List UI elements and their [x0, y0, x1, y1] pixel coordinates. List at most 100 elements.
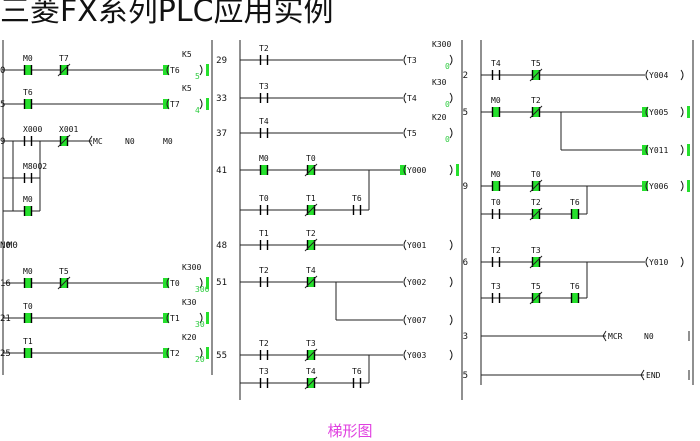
rung-p1-r5-contact-t4-label: T4 [306, 266, 316, 275]
rung-p2-r1-coil-y005-paren-left [645, 106, 649, 118]
rung-p2-r0-contact-t5-label: T5 [531, 59, 541, 68]
rung-p2-r3-branch-0-contact-t3-label: T3 [491, 282, 501, 291]
rung-p0-r1-coil-t7-status-bar [206, 98, 209, 110]
rung-p0-r2-branch-1-contact-m0-highlight [24, 206, 32, 216]
rung-p0-r6-coil-t2-preset: 20 [195, 355, 205, 364]
rung-p1-r5-contact-t4-slash [304, 275, 318, 289]
rung-p1-r3-coil-y000-label: Y000 [407, 166, 426, 175]
rung-p1-r6-contact-t2-label: T2 [259, 339, 269, 348]
rung-p0-r5-coil-t1-status-bar [206, 312, 209, 324]
rung-p1-r4-coil-y001-paren-right [449, 239, 453, 251]
rung-p2-r0-step-number: 2 [463, 71, 468, 81]
rung-p0-r0-coil-t6-paren-right [199, 64, 203, 76]
rung-p1-r1-coil-t4-label: T4 [407, 94, 417, 103]
rung-p1-r3-coil-y000-paren-right [449, 164, 453, 176]
rung-p1-r3-coil-y000-paren-left [403, 164, 407, 176]
rung-p2-r3-branch-0-contact-t6-highlight [571, 293, 579, 303]
rung-p2-r2-coil-y006-status-bar [687, 180, 690, 192]
rung-p0-r5-coil-t1-setting: K30 [182, 298, 197, 307]
rung-p0-r6-coil-t2-setting: K20 [182, 333, 197, 342]
rung-p0-r4-contact-m0-label: M0 [23, 267, 33, 276]
rung-p1-r2-coil-t5-paren-right [449, 127, 453, 139]
rung-p0-r1-contact-t6-highlight [24, 99, 32, 109]
rung-p2-r5-step-number: 5 [463, 371, 468, 381]
rung-p0-r1-coil-t7-highlight [163, 99, 169, 109]
rung-p2-r2-coil-y006-paren-right [680, 180, 684, 192]
rung-p2-r2-branch-0-contact-t2-label: T2 [531, 198, 541, 207]
rung-p0-r4-contact-t5-label: T5 [59, 267, 69, 276]
rung-p0-r6-coil-t2-label: T2 [170, 349, 180, 358]
rung-p2-r1-coil-y011-label: Y011 [649, 146, 668, 155]
rung-p0-r4-coil-t0-paren-right [199, 277, 203, 289]
rung-p1-r1-contact-t3-label: T3 [259, 82, 269, 91]
rung-p1-r4-step-number: 48 [216, 241, 227, 251]
rung-p2-r1-coil-y011-paren-right [680, 144, 684, 156]
rung-p2-r3-coil-y010-paren-left [645, 256, 649, 268]
rung-p2-r3-branch-0-contact-t5-slash [529, 291, 543, 305]
rung-p0-r5-step-number: 21 [0, 314, 11, 324]
rung-p0-r6-coil-t2-paren-right [199, 347, 203, 359]
rung-p0-r4-contact-t5-slash [57, 276, 71, 290]
rung-p1-r6-coil-y003-paren-right [449, 349, 453, 361]
rung-p1-r4-contact-t1-label: T1 [259, 229, 269, 238]
rung-p2-r2-step-number: 9 [463, 182, 468, 192]
rung-p1-r0-coil-t3-preset: 0 [445, 62, 450, 71]
rung-p2-r2-coil-y006-paren-left [645, 180, 649, 192]
rung-p2-r0-coil-y004-paren-right [680, 69, 684, 81]
rung-p0-r4-coil-t0-setting: K300 [182, 263, 201, 272]
rung-p2-r1-contact-t2-label: T2 [531, 96, 541, 105]
rung-p0-r6-coil-t2-highlight [163, 348, 169, 358]
rung-p1-r3-contact-m0-highlight [260, 165, 268, 175]
diagram-caption: 梯形图 [327, 422, 373, 440]
rung-p0-r0-coil-t6-preset: 5 [195, 72, 200, 81]
rung-p0-r6-coil-t2-paren-left [166, 347, 170, 359]
rung-p0-r2-branch-1-contact-m0-label: M0 [23, 195, 33, 204]
rung-p2-r1-step-number: 5 [463, 108, 468, 118]
rung-p1-r5-step-number: 51 [216, 278, 227, 288]
rung-p0-r2-operand-1: M0 [163, 137, 173, 146]
rung-p0-r5-contact-t0-highlight [24, 313, 32, 323]
rung-p2-r1-contact-m0-label: M0 [491, 96, 501, 105]
rung-p1-r5-coil-y007-label: Y007 [407, 316, 426, 325]
rung-p2-r4-operand-0: N0 [644, 332, 654, 341]
rung-p1-r3-branch-0-contact-t0-label: T0 [259, 194, 269, 203]
rung-p0-r5-coil-t1-preset: 30 [195, 320, 205, 329]
rung-p0-r2-contact-x001-slash [57, 134, 71, 148]
rung-p2-r2-branch-0-contact-t0-label: T0 [491, 198, 501, 207]
rung-p0-r2-instr: MC [93, 137, 103, 146]
rung-p1-r1-coil-t4-paren-left [403, 92, 407, 104]
rung-p1-r0-step-number: 29 [216, 56, 227, 66]
rung-p0-r0-contact-t7-slash [57, 63, 71, 77]
rung-p1-r3-step-number: 41 [216, 166, 227, 176]
rung-p0-r1-coil-t7-preset: 4 [195, 106, 200, 115]
rung-p1-r3-coil-y000-status-bar [456, 164, 459, 176]
rung-p2-r2-contact-t0-slash [529, 179, 543, 193]
rung-p1-r2-contact-t4-label: T4 [259, 117, 269, 126]
rung-p1-r3-branch-0-contact-t6-label: T6 [352, 194, 362, 203]
rung-p0-r4-step-number: 16 [0, 279, 11, 289]
rung-p1-r6-branch-0-contact-t3-label: T3 [259, 367, 269, 376]
rung-p1-r1-coil-t4-preset: 0 [445, 100, 450, 109]
rung-p0-r5-coil-t1-paren-left [166, 312, 170, 324]
rung-p0-r0-coil-t6-status-bar [206, 64, 209, 76]
rung-p0-r3-step-number: N0 [0, 241, 11, 251]
rung-p1-r5-coil-y002-label: Y002 [407, 278, 426, 287]
rung-p2-r0-contact-t5-slash [529, 68, 543, 82]
rung-p2-r4-step-number: 3 [463, 332, 468, 342]
rung-p1-r6-branch-0-contact-t4-label: T4 [306, 367, 316, 376]
rung-p0-r1-coil-t7-paren-left [166, 98, 170, 110]
rung-p2-r2-branch-0-contact-t2-slash [529, 207, 543, 221]
rung-p1-r1-coil-t4-setting: K30 [432, 78, 447, 87]
rung-p1-r6-branch-0-contact-t6-label: T6 [352, 367, 362, 376]
rung-p1-r2-coil-t5-paren-left [403, 127, 407, 139]
rung-p0-r6-contact-t1-label: T1 [23, 337, 33, 346]
rung-p2-r4-bracket [602, 330, 607, 342]
rung-p1-r4-contact-t2-slash [304, 238, 318, 252]
rung-p2-r1-contact-m0-highlight [492, 107, 500, 117]
rung-p1-r2-coil-t5-preset: 0 [445, 135, 450, 144]
rung-p1-r3-branch-0-contact-t1-label: T1 [306, 194, 316, 203]
rung-p2-r2-contact-m0-highlight [492, 181, 500, 191]
rung-p2-r1-coil-y011-highlight [642, 145, 648, 155]
rung-p2-r3-step-number: 6 [463, 258, 468, 268]
